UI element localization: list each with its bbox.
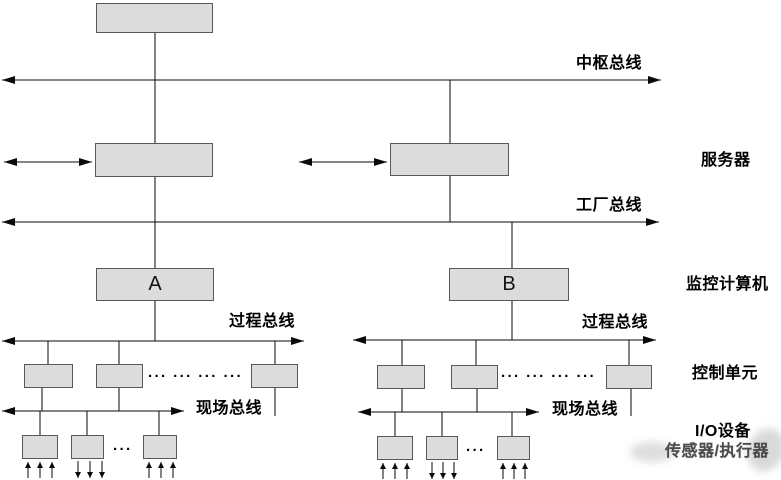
control-unit-box bbox=[251, 364, 298, 388]
control-unit-label: 控制单元 bbox=[692, 365, 759, 382]
factory-bus-label: 工厂总线 bbox=[576, 197, 643, 214]
io-row-ellipsis: ··· bbox=[466, 442, 486, 459]
server-left-box bbox=[95, 143, 213, 177]
supervisory-computer-b-box: B bbox=[449, 268, 569, 301]
control-unit-box bbox=[606, 365, 652, 389]
io-device-box bbox=[377, 436, 413, 460]
server-right-box bbox=[390, 143, 509, 176]
field-bus-left-label: 现场总线 bbox=[196, 400, 263, 417]
sensor-actuator-label: 传感器/执行器 bbox=[665, 443, 769, 460]
control-unit-box bbox=[451, 365, 498, 389]
io-device-box bbox=[497, 436, 530, 460]
io-device-box bbox=[426, 436, 458, 460]
supervisory-computer-label: 监控计算机 bbox=[686, 276, 769, 293]
io-row-ellipsis: ··· bbox=[113, 441, 133, 458]
control-row-ellipsis: ··· ··· ··· ··· bbox=[501, 368, 596, 385]
central-bus-label: 中枢总线 bbox=[576, 55, 643, 72]
control-unit-box bbox=[24, 364, 73, 388]
io-device-label: I/O设备 bbox=[695, 423, 751, 440]
control-row-ellipsis: ··· ··· ··· ··· bbox=[148, 368, 243, 385]
control-unit-box bbox=[377, 365, 425, 389]
io-device-box bbox=[22, 435, 58, 459]
control-unit-box bbox=[96, 364, 143, 388]
field-bus-right-label: 现场总线 bbox=[552, 401, 619, 418]
process-bus-right-label: 过程总线 bbox=[582, 314, 649, 331]
supervisory-computer-a-box: A bbox=[96, 268, 214, 301]
server-label: 服务器 bbox=[701, 152, 751, 169]
top-node-box bbox=[96, 3, 213, 33]
process-bus-left-label: 过程总线 bbox=[229, 313, 296, 330]
io-device-box bbox=[143, 435, 177, 459]
io-device-box bbox=[71, 435, 104, 459]
